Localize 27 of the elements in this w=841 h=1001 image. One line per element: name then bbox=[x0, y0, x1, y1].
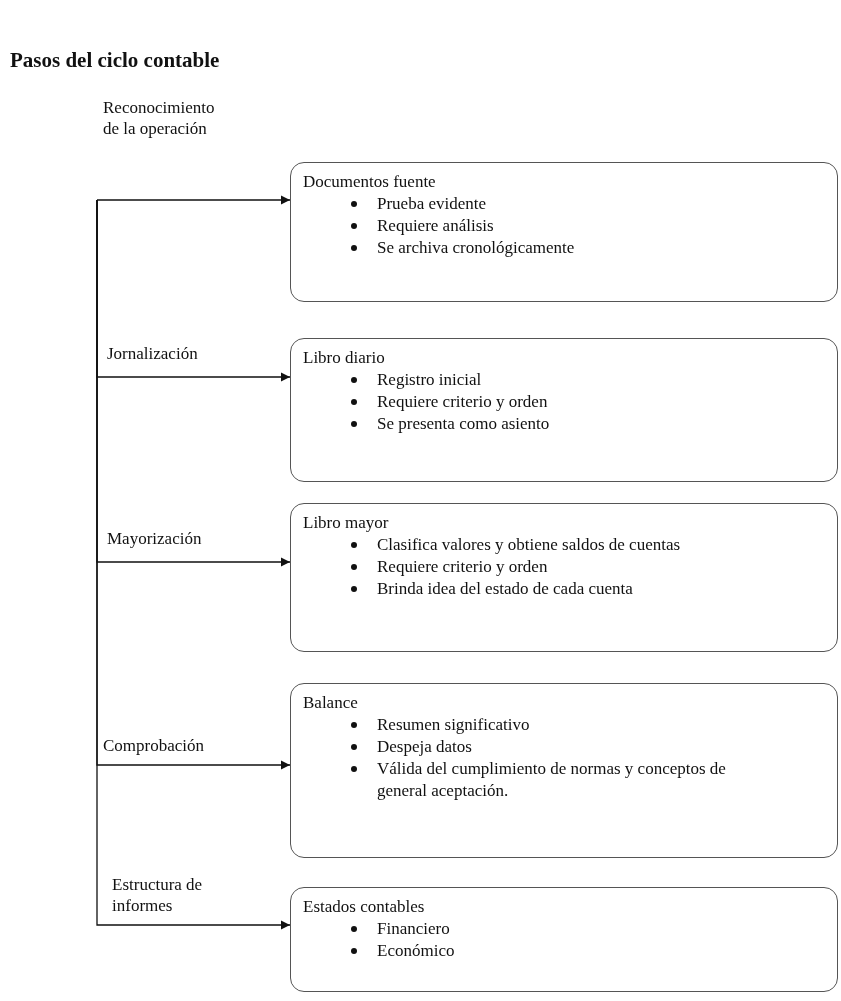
diagram-title: Pasos del ciclo contable bbox=[10, 48, 220, 73]
bullet-text: Requiere análisis bbox=[377, 215, 494, 237]
bullet-text: Resumen significativo bbox=[377, 714, 530, 736]
bullet-text: Despeja datos bbox=[377, 736, 472, 758]
bullet-text: Registro inicial bbox=[377, 369, 482, 391]
box-heading: Libro diario bbox=[303, 347, 385, 369]
bullet-text: Prueba evidente bbox=[377, 193, 487, 215]
box-heading: Balance bbox=[303, 692, 358, 714]
rounded-box bbox=[290, 162, 838, 302]
rounded-box bbox=[290, 338, 838, 482]
bullet-text: Requiere criterio y orden bbox=[377, 391, 548, 413]
bullet-text: Válida del cumplimiento de normas y conceptos de general aceptación. bbox=[377, 758, 727, 802]
arrow bbox=[96, 199, 291, 930]
bullet-text: Se presenta como asiento bbox=[377, 413, 550, 435]
box-heading: Documentos fuente bbox=[303, 171, 436, 193]
rounded-box bbox=[290, 503, 838, 652]
rounded-box bbox=[290, 683, 838, 858]
bullet-text: Brinda idea del estado de cada cuenta bbox=[377, 578, 633, 600]
box-heading: Libro mayor bbox=[303, 512, 389, 534]
bullet-text: Financiero bbox=[377, 918, 450, 940]
bullet-text: Clasifica valores y obtiene saldos de cuentas bbox=[377, 534, 681, 556]
bullet-text: Requiere criterio y orden bbox=[377, 556, 548, 578]
bullet-text: Económico bbox=[377, 940, 455, 962]
bullet-text: Se archiva cronológicamente bbox=[377, 237, 575, 259]
box-heading: Estados contables bbox=[303, 896, 425, 918]
rounded-box bbox=[290, 887, 838, 992]
arrow bbox=[96, 195, 291, 205]
